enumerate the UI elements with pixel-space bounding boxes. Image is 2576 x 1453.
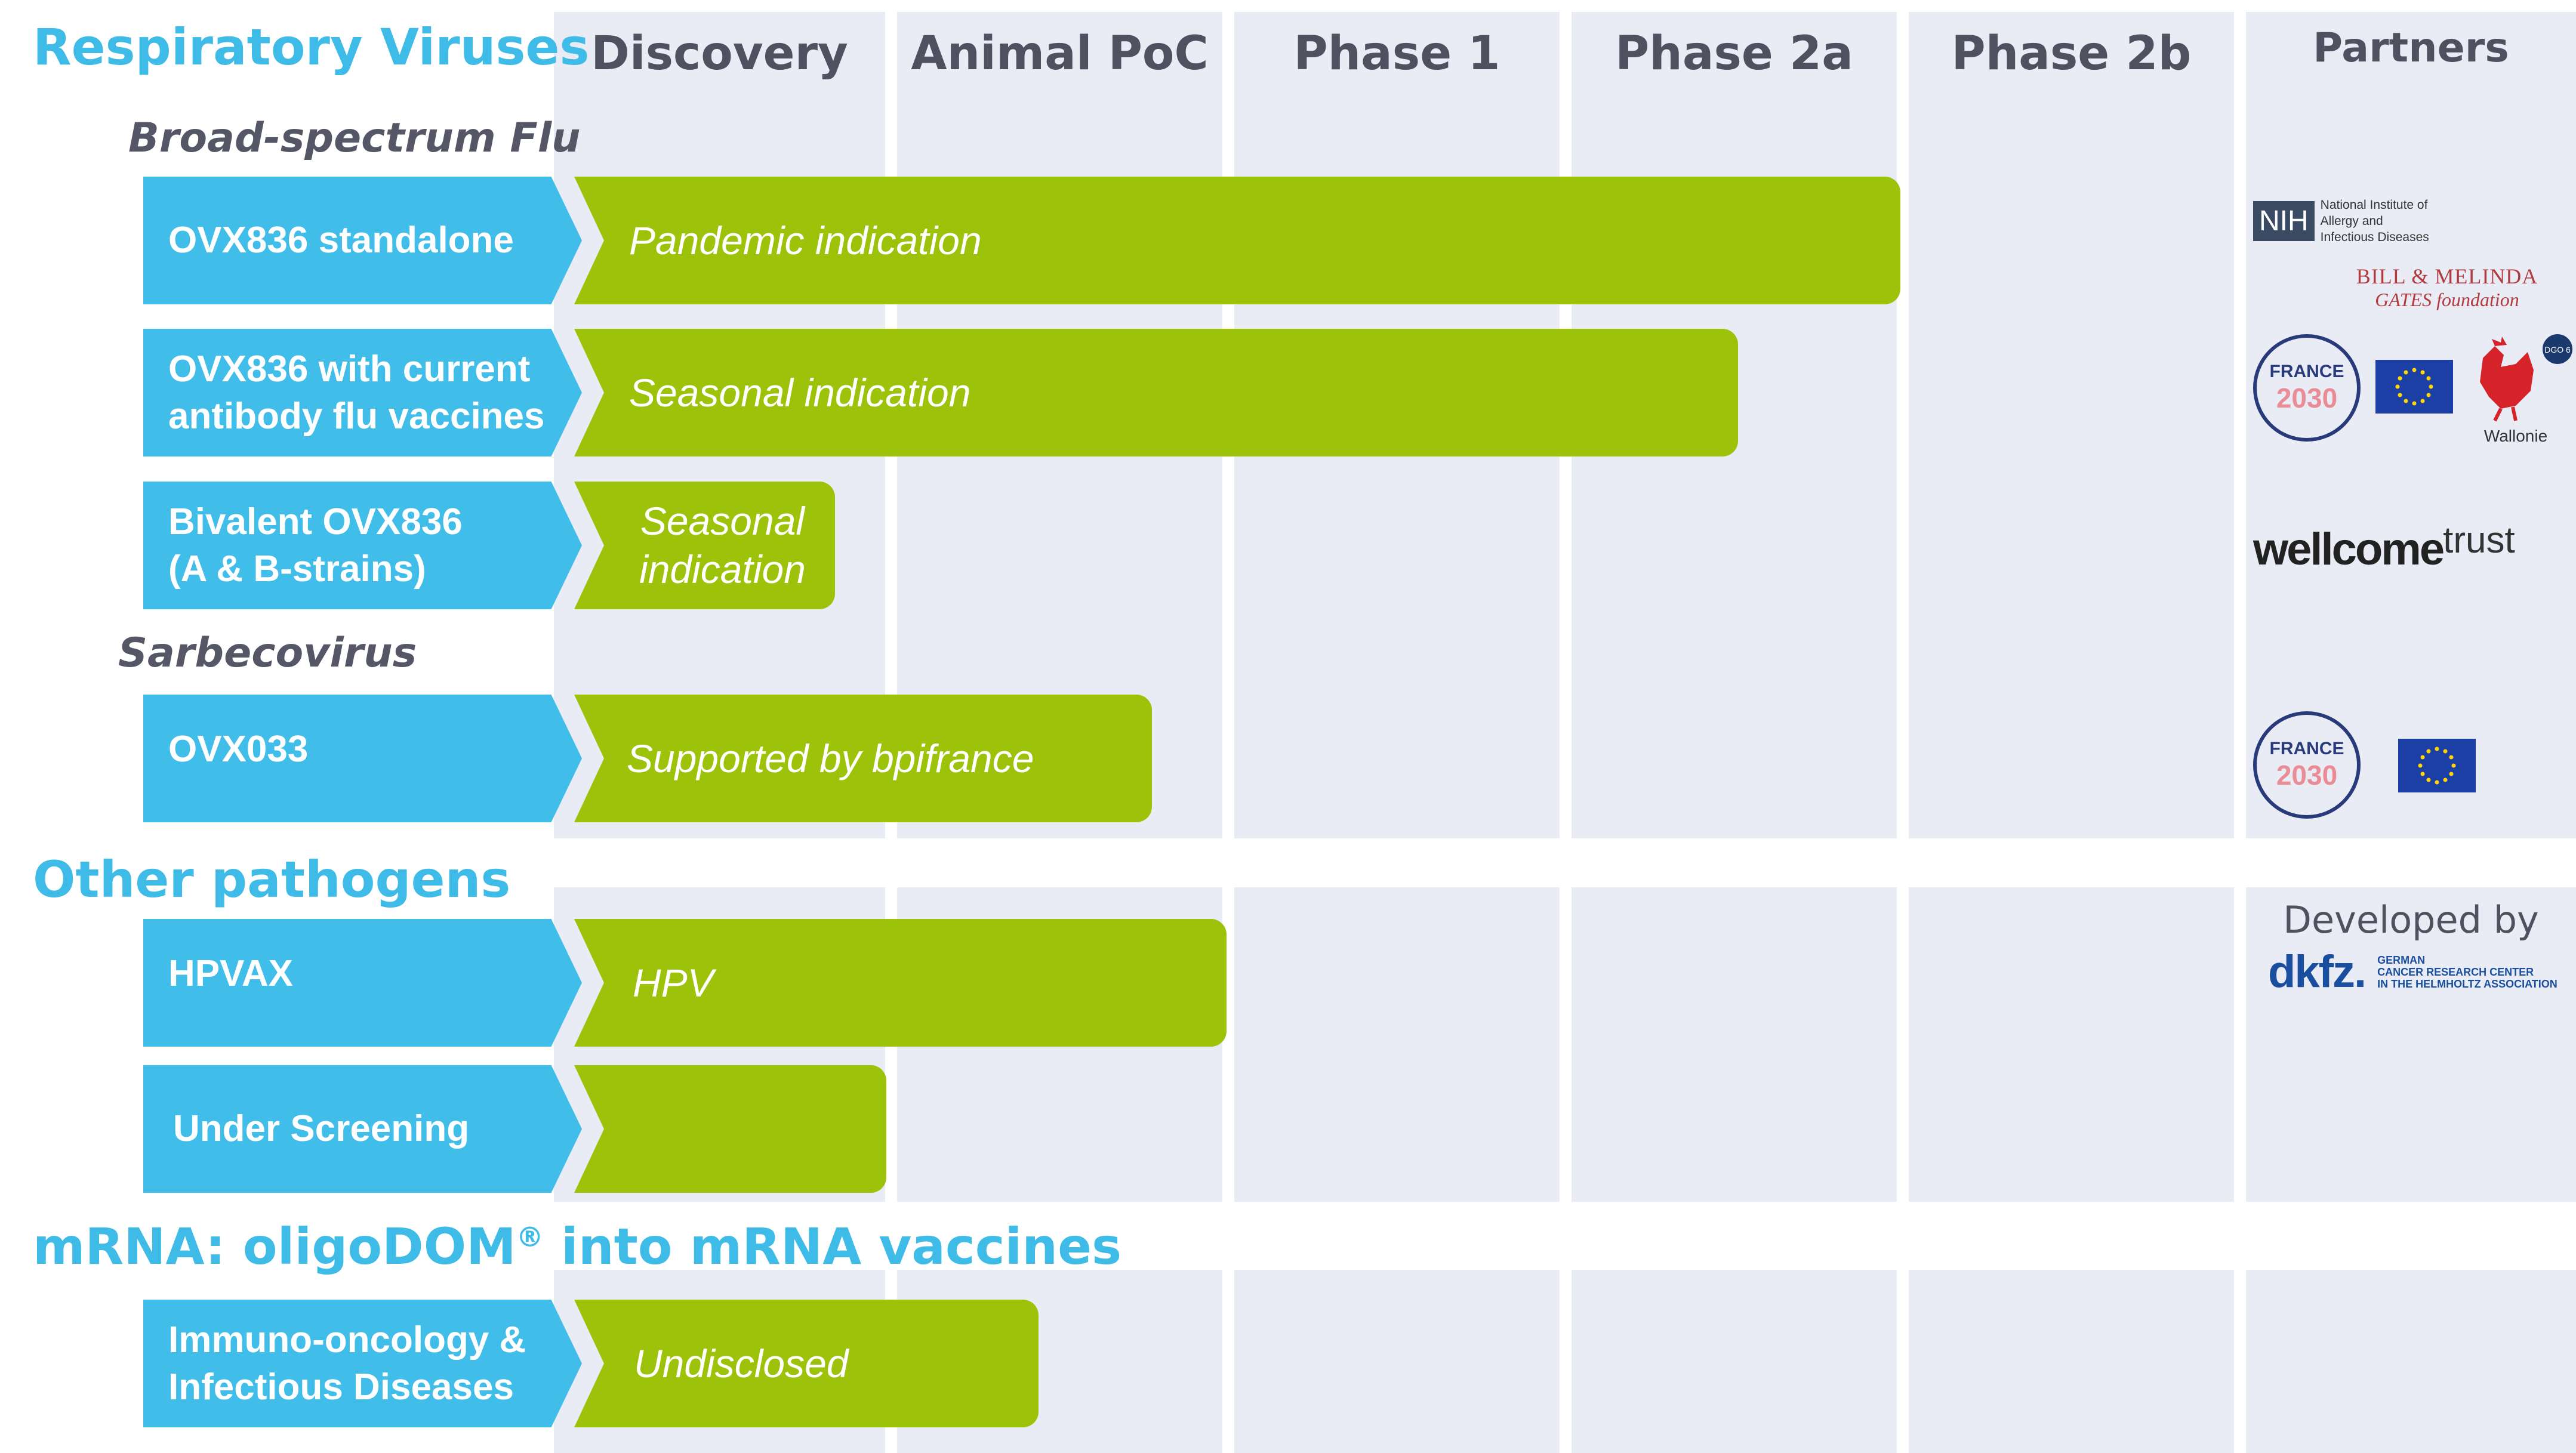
column-bg-phase1-2 xyxy=(1234,887,1560,1202)
wallonie-logo: DGO 6 Wallonie xyxy=(2459,334,2572,445)
subsection-title-sarbecovirus: Sarbecovirus xyxy=(118,630,417,677)
column-bg-phase2b-2 xyxy=(1909,887,2234,1202)
nih-line2: Allergy and xyxy=(2320,214,2383,228)
section-title-respiratory: Respiratory Viruses xyxy=(33,18,590,76)
program-label-ovx033: OVX033 xyxy=(143,695,582,822)
france-2030-label-2: FRANCE xyxy=(2269,739,2344,758)
eu-flag-icon-1 xyxy=(2375,360,2453,414)
dkfz-line1: GERMAN xyxy=(2377,954,2426,966)
wellcome-word: wellcome xyxy=(2253,524,2445,575)
progress-bar-immuno-oncology: Undisclosed xyxy=(574,1300,1039,1427)
program-label-hpvax: HPVAX xyxy=(143,919,582,1047)
gates-foundation-logo: BILL & MELINDA GATES foundation xyxy=(2346,264,2549,311)
section-title-mrna: mRNA: oligoDOM® into mRNA vaccines xyxy=(33,1217,1122,1276)
section-title-other: Other pathogens xyxy=(33,850,511,909)
gates-line1: BILL & MELINDA xyxy=(2356,264,2538,288)
developed-by-label: Developed by xyxy=(2283,898,2539,942)
dkfz-line3: IN THE HELMHOLTZ ASSOCIATION xyxy=(2377,977,2557,990)
program-label-bivalent-ovx836: Bivalent OVX836(A & B-strains) xyxy=(143,482,582,609)
progress-bar-ovx033: Supported by bpifrance xyxy=(574,695,1152,822)
france-2030-label-1: FRANCE xyxy=(2269,362,2344,381)
eu-flag-icon-2 xyxy=(2398,739,2476,792)
column-bg-phase2a-3 xyxy=(1572,1270,1897,1453)
program-label-immuno-oncology: Immuno-oncology &Infectious Diseases xyxy=(143,1300,582,1427)
progress-bar-ovx836-standalone: Pandemic indication xyxy=(574,177,1900,304)
program-label-ovx836-standalone: OVX836 standalone xyxy=(143,177,582,304)
dgo-label: DGO 6 xyxy=(2544,345,2571,354)
nih-line1: National Institute of xyxy=(2320,198,2428,212)
column-header-phase1: Phase 1 xyxy=(1293,27,1500,81)
nih-abbr: NIH xyxy=(2253,201,2315,241)
column-header-partners: Partners xyxy=(2313,24,2509,72)
gates-line2: GATES foundation xyxy=(2375,289,2519,310)
progress-bar-under-screening xyxy=(574,1065,886,1193)
column-bg-phase2a-2 xyxy=(1572,887,1897,1202)
column-bg-phase2b-1 xyxy=(1909,12,2234,838)
dkfz-logo: dkfz. GERMAN CANCER RESEARCH CENTER IN T… xyxy=(2268,946,2557,998)
column-header-discovery: Discovery xyxy=(591,27,848,81)
column-header-phase2a: Phase 2a xyxy=(1615,27,1853,81)
rooster-icon: DGO 6 xyxy=(2480,334,2572,422)
column-bg-partners-2 xyxy=(2246,887,2576,1202)
france-2030-logo-1: FRANCE 2030 xyxy=(2253,334,2361,442)
column-header-animal-poc: Animal PoC xyxy=(911,27,1209,81)
france-2030-year-1: 2030 xyxy=(2276,382,2338,414)
france-2030-logo-2: FRANCE 2030 xyxy=(2253,711,2361,819)
nih-line3: Infectious Diseases xyxy=(2320,230,2429,244)
program-label-under-screening: Under Screening xyxy=(143,1065,582,1193)
wallonie-label: Wallonie xyxy=(2483,427,2548,445)
progress-bar-hpvax: HPV xyxy=(574,919,1227,1047)
subsection-title-flu: Broad-spectrum Flu xyxy=(128,115,581,162)
column-header-phase2b: Phase 2b xyxy=(1951,27,2192,81)
dkfz-word: dkfz. xyxy=(2268,946,2367,997)
progress-bar-ovx836-with-current: Seasonal indication xyxy=(574,329,1738,456)
nih-logo: NIH National Institute of Allergy and In… xyxy=(2253,197,2429,245)
column-bg-phase2b-3 xyxy=(1909,1270,2234,1453)
column-bg-phase1-3 xyxy=(1234,1270,1560,1453)
column-bg-partners-3 xyxy=(2246,1270,2576,1453)
dkfz-line2: CANCER RESEARCH CENTER xyxy=(2377,965,2534,978)
france-2030-year-2: 2030 xyxy=(2276,760,2338,791)
trust-word: trust xyxy=(2443,520,2515,561)
wellcome-trust-logo: wellcometrust xyxy=(2253,519,2515,575)
